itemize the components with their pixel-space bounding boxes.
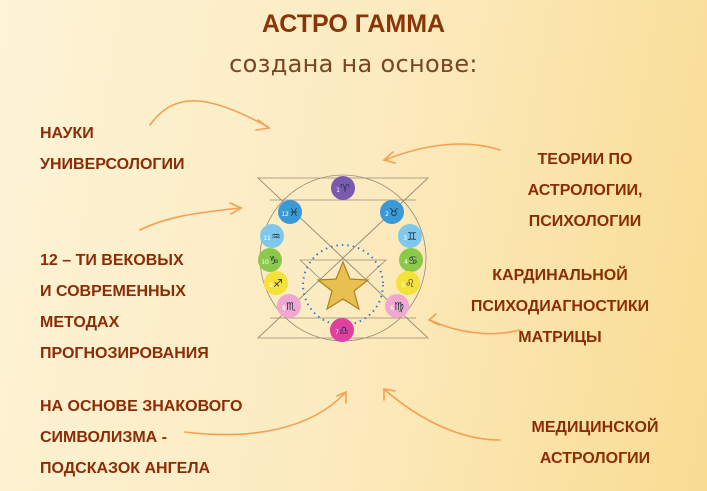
sign-circle <box>258 248 282 272</box>
label-symbolism: НА ОСНОВЕ ЗНАКОВОГО СИМВОЛИЗМА - ПОДСКАЗ… <box>40 398 243 477</box>
sign-number: 11 <box>263 235 271 242</box>
page-subtitle: создана на основе: <box>229 50 478 78</box>
label-theories: ТЕОРИИ ПО АСТРОЛОГИИ, ПСИХОЛОГИИ <box>527 151 643 230</box>
arrow-theories <box>382 143 501 164</box>
sign-label: 3♊ <box>403 230 417 243</box>
label-universology: НАУКИ УНИВЕРСОЛОГИИ <box>40 125 185 173</box>
sign-glyph-icon: ♏ <box>286 300 296 313</box>
label-medical: МЕДИЦИНСКОЙ АСТРОЛОГИИ <box>531 419 659 467</box>
zodiac-sign-10: 10♑ <box>258 248 282 272</box>
zodiac-sign-11: 11♒ <box>260 224 284 248</box>
sign-circle <box>264 271 288 295</box>
sign-glyph-icon: ♊ <box>407 230 417 243</box>
sign-circle <box>330 318 354 342</box>
sign-circle <box>277 294 301 318</box>
sign-circle <box>260 224 284 248</box>
sign-number: 2 <box>385 211 389 218</box>
arrow-symbolism <box>184 390 347 436</box>
sign-glyph-icon: ♓ <box>289 206 299 219</box>
sign-label: 6♍ <box>390 300 404 313</box>
zodiac-sign-6: 6♍ <box>385 294 409 318</box>
arrow-universology <box>149 100 272 131</box>
arrow-medical <box>383 388 501 441</box>
sign-number: 8 <box>282 305 286 312</box>
sign-label: 10♑ <box>261 254 279 267</box>
sign-circle <box>380 200 404 224</box>
sign-label: 7♎ <box>335 324 349 337</box>
arrow-cardinal <box>427 313 521 335</box>
zodiac-sign-4: 4♋ <box>399 248 423 272</box>
sign-number: 10 <box>261 259 269 266</box>
star-icon <box>316 260 370 311</box>
sign-number: 9 <box>269 282 273 289</box>
sign-glyph-icon: ♑ <box>269 254 279 267</box>
sign-number: 1 <box>336 187 340 194</box>
label-cardinal: КАРДИНАЛЬНОЙ ПСИХОДИАГНОСТИКИ МАТРИЦЫ <box>470 267 650 346</box>
zodiac-sign-7: 7♎ <box>330 318 354 342</box>
zodiac-sign-1: 1♈ <box>331 176 355 200</box>
sign-circle <box>385 294 409 318</box>
sign-glyph-icon: ♒ <box>271 230 281 243</box>
sign-circle <box>396 271 420 295</box>
sign-number: 6 <box>390 305 394 312</box>
sign-glyph-icon: ♋ <box>408 254 418 267</box>
sign-circle <box>398 224 422 248</box>
zodiac-sign-12: 12♓ <box>278 200 302 224</box>
zodiac-sign-3: 3♊ <box>398 224 422 248</box>
sign-number: 5 <box>401 282 405 289</box>
sign-circle <box>399 248 423 272</box>
sign-glyph-icon: ♈ <box>340 182 350 195</box>
sign-label: 8♏ <box>282 300 296 313</box>
sign-label: 11♒ <box>263 230 281 243</box>
sign-glyph-icon: ♌ <box>405 277 415 290</box>
sign-label: 9♐ <box>269 277 283 290</box>
arrow-methods <box>139 202 243 231</box>
sign-number: 3 <box>403 235 407 242</box>
sign-label: 12♓ <box>281 206 299 219</box>
sign-label: 5♌ <box>401 277 415 290</box>
sign-circle <box>278 200 302 224</box>
sign-label: 1♈ <box>336 182 350 195</box>
zodiac-signs: 1♈2♉3♊4♋5♌6♍7♎8♏9♐10♑11♒12♓ <box>258 176 423 342</box>
sign-label: 2♉ <box>385 206 399 219</box>
sign-number: 12 <box>281 211 289 218</box>
zodiac-sign-2: 2♉ <box>380 200 404 224</box>
page-title: АСТРО ГАММА <box>261 10 446 38</box>
sign-label: 4♋ <box>404 254 418 267</box>
sign-glyph-icon: ♉ <box>389 206 399 219</box>
star-dot-ring <box>302 244 384 326</box>
zodiac-sign-5: 5♌ <box>396 271 420 295</box>
sign-number: 7 <box>335 329 339 336</box>
sign-glyph-icon: ♐ <box>273 277 283 290</box>
sign-glyph-icon: ♎ <box>339 324 349 337</box>
label-methods: 12 – ТИ ВЕКОВЫХ И СОВРЕМЕННЫХ МЕТОДАХ ПР… <box>40 252 209 362</box>
zodiac-sign-9: 9♐ <box>264 271 288 295</box>
sign-number: 4 <box>404 259 408 266</box>
sign-glyph-icon: ♍ <box>394 300 404 313</box>
zodiac-sign-8: 8♏ <box>277 294 301 318</box>
sign-circle <box>331 176 355 200</box>
